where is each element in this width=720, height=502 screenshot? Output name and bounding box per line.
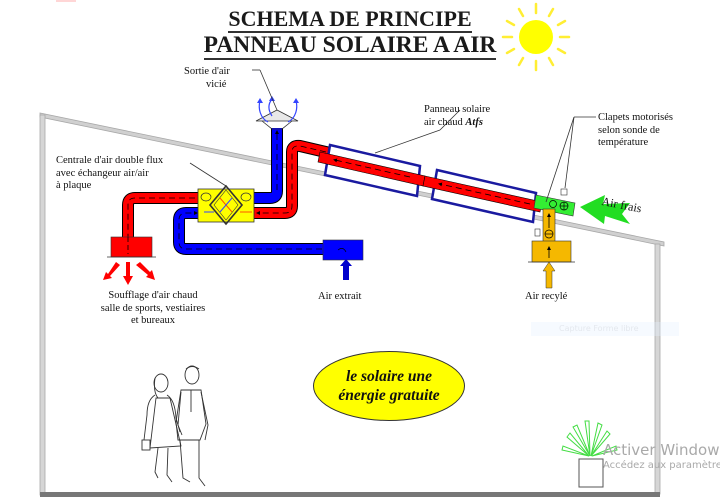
watermark-line1: Activer Windows <box>603 441 720 459</box>
slogan-badge: le solaire une énergie gratuite <box>313 351 465 421</box>
title-line2-text: PANNEAU SOLAIRE A AIR <box>203 32 497 60</box>
panel-leader-line-2 <box>439 109 461 131</box>
label-soufflage-line3: et bureaux <box>130 315 176 326</box>
top-edge-artifact <box>56 0 76 2</box>
label-panneau-brand: Atfs <box>465 116 483 128</box>
diagram-title-line2: PANNEAU SOLAIRE A AIR <box>0 32 710 60</box>
label-air-extrait: Air extrait <box>318 291 362 302</box>
label-centrale: Centrale d'air double flux avec échangeu… <box>56 155 163 193</box>
label-sortie-air-line1: Sortie d'air <box>184 66 230 77</box>
windows-activation-watermark: Activer Windows Accédez aux paramètres <box>603 441 720 471</box>
hot-air-supply-duct <box>254 139 332 219</box>
extract-air-arrow <box>340 259 352 280</box>
panel-leader-line <box>374 129 441 154</box>
label-clapets-line2: selon sonde de <box>598 124 660 136</box>
walking-couple-icon <box>141 365 209 487</box>
solar-panel-1 <box>317 143 426 198</box>
roof-vent-icon <box>252 69 299 130</box>
label-clapets-line1: Clapets motorisés <box>598 112 673 123</box>
potted-plant-icon <box>561 420 618 488</box>
solar-panel-2 <box>422 168 543 224</box>
hot-air-distribution-duct <box>122 192 198 242</box>
label-panneau-line1: Panneau solaire <box>424 104 491 115</box>
sun-icon <box>501 2 571 72</box>
label-clapets-line3: température <box>598 137 649 148</box>
fresh-air-arrow <box>580 195 630 224</box>
extract-air-duct <box>173 207 364 280</box>
watermark-line2: Accédez aux paramètres <box>603 460 720 471</box>
exhaust-duct <box>254 128 283 204</box>
label-soufflage-line2: salle de sports, vestiaires <box>100 302 206 314</box>
label-centrale-line2: avec échangeur air/air <box>56 167 149 179</box>
label-soufflage: Soufflage d'air chaud salle de sports, v… <box>78 290 228 328</box>
capture-overlay: Capture Forme libre <box>531 322 679 336</box>
slogan-line2: énergie gratuite <box>338 387 440 404</box>
label-air-recycle: Air recylé <box>525 291 568 302</box>
label-panneau: Panneau solaire air chaud Atfs <box>424 104 490 129</box>
label-soufflage-line1: Soufflage d'air chaud <box>108 290 198 301</box>
label-sortie-air: Sortie d'air vicié <box>184 66 230 91</box>
diagram-title-line1: SCHEMA DE PRINCIPE <box>0 6 710 33</box>
label-centrale-line3: à plaque <box>56 180 92 191</box>
fresh-air-damper <box>533 188 576 217</box>
label-sortie-air-line2: vicié <box>206 78 227 90</box>
clapets-leader-lines <box>545 116 596 203</box>
label-panneau-line2: air chaud <box>424 116 466 128</box>
label-centrale-line1: Centrale d'air double flux <box>56 155 164 166</box>
recycled-air-duct <box>528 208 575 289</box>
title-line1-text: SCHEMA DE PRINCIPE <box>228 6 472 33</box>
hot-air-diffuser <box>103 236 156 285</box>
damper-motor-icon-2 <box>534 228 541 237</box>
heat-exchanger-unit <box>189 162 255 226</box>
label-clapets: Clapets motorisés selon sonde de tempéra… <box>598 112 673 150</box>
slogan-line1: le solaire une <box>345 368 433 385</box>
recycled-air-arrow <box>542 261 556 289</box>
damper-motor-icon <box>560 188 568 196</box>
